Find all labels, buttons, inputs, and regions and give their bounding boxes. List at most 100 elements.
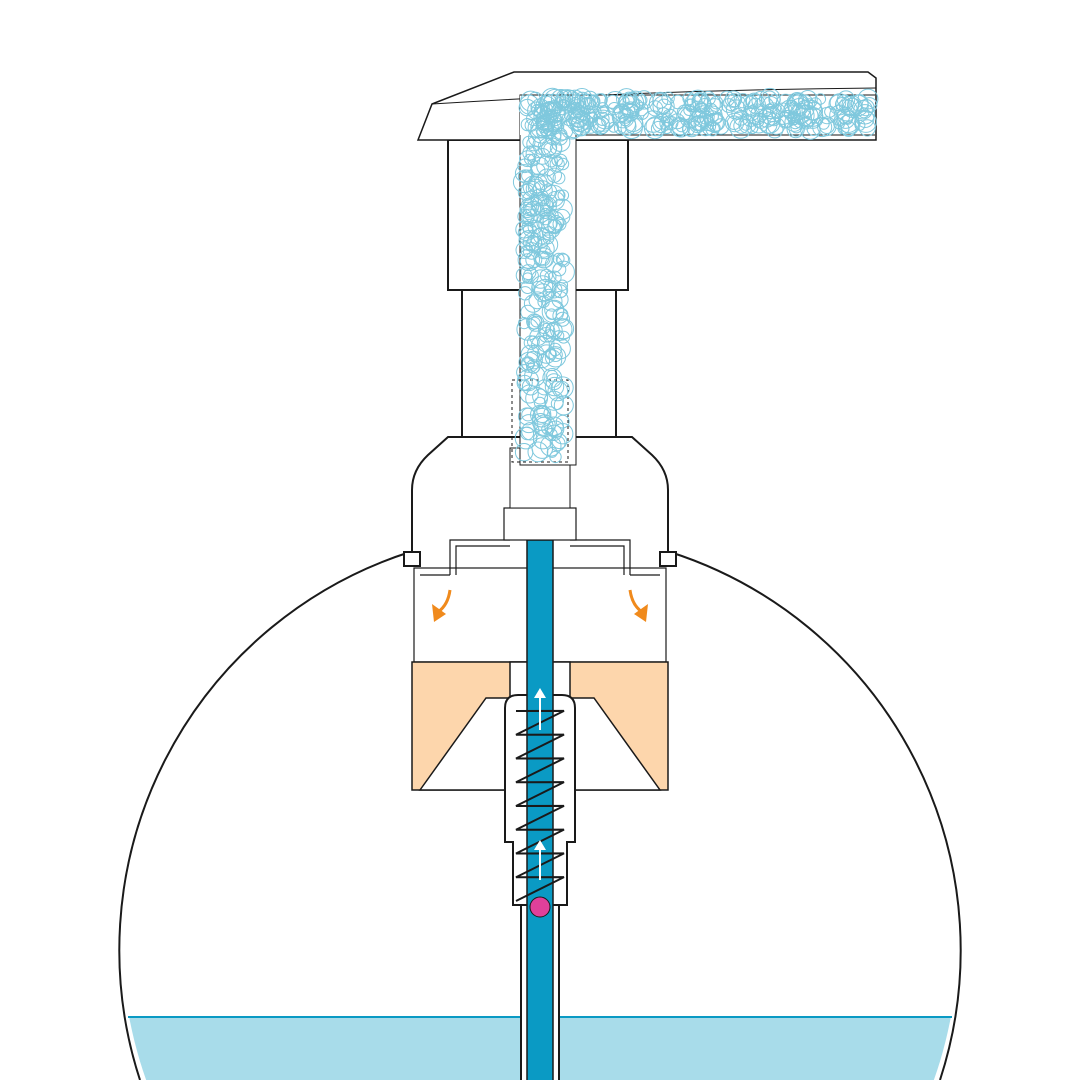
foam-bubble	[618, 93, 635, 109]
foam-bubble	[552, 260, 575, 284]
foam-bubble	[514, 443, 534, 462]
foam-bubble	[762, 103, 778, 120]
foam-bubble	[572, 118, 590, 136]
arrow-up-icon	[534, 840, 546, 880]
foam-bubble	[804, 101, 823, 121]
foam-bubble	[653, 113, 671, 130]
foam-bubble	[635, 94, 648, 106]
foam-bubble	[537, 244, 551, 258]
foam-bubble	[684, 98, 696, 111]
foam-bubble	[679, 106, 702, 129]
foam-bubble	[552, 171, 566, 185]
foam-bubble	[555, 414, 570, 429]
foam-bubble	[839, 113, 861, 135]
foam-bubble	[522, 222, 537, 237]
foam-bubble	[524, 365, 546, 387]
foam-bubble	[525, 181, 542, 197]
foam-bubble	[788, 121, 804, 137]
foam-bubble	[854, 104, 876, 125]
foam-bubble	[531, 194, 554, 217]
foam-bubble	[555, 308, 569, 321]
arrow-up-icon	[534, 688, 546, 730]
foam-bubble	[784, 99, 800, 115]
foam-bubble	[517, 248, 540, 272]
foam-bubble	[544, 299, 565, 320]
foam-bubble	[719, 90, 735, 107]
foam-bubble	[536, 211, 558, 234]
foam-bubble	[520, 208, 538, 226]
foam-bubble	[548, 112, 563, 127]
foam-bubble	[829, 94, 847, 111]
foam-bubble	[768, 93, 781, 107]
foam-bubble	[620, 102, 640, 122]
foam-bubble	[543, 279, 557, 293]
foam-bubble	[647, 100, 664, 117]
foam-bubble	[519, 379, 531, 391]
foam-bubble	[541, 137, 563, 159]
foam-bubble	[520, 264, 537, 281]
foam-bubble	[521, 220, 534, 233]
foam-bubble	[690, 115, 706, 131]
curved-arrow-down-icon	[628, 589, 648, 622]
foam-bubble	[550, 132, 571, 152]
foam-bubble	[544, 109, 558, 122]
foam-bubble	[729, 116, 753, 139]
foam-bubble	[725, 99, 747, 120]
foam-bubble	[660, 121, 673, 135]
foam-bubble	[554, 189, 566, 201]
foam-bubble	[526, 136, 542, 152]
foam-bubble	[590, 115, 610, 136]
foam-bubble	[547, 270, 562, 285]
foam-bubble	[545, 100, 563, 117]
foam-bubble	[656, 98, 672, 114]
foam-bubble	[556, 157, 570, 171]
foam-bubble	[618, 95, 630, 107]
foam-bubble	[536, 155, 558, 177]
foam-bubble	[592, 93, 607, 108]
foam-bubble	[857, 88, 879, 110]
foam-bubble	[516, 317, 540, 341]
foam-bubble	[521, 407, 535, 422]
foam-bubble	[661, 91, 675, 105]
foam-bubble	[557, 189, 570, 202]
foam-bubble	[539, 322, 556, 340]
foam-bubble	[544, 390, 564, 411]
foam-bubble	[530, 227, 551, 249]
foam-bubble	[524, 350, 543, 370]
foam-bubble	[818, 107, 836, 125]
foam-bubble	[550, 89, 571, 109]
bottle-outline	[118, 551, 962, 1080]
foam-bubble	[624, 114, 644, 135]
foam-bubble	[697, 98, 712, 113]
foam-bubble	[546, 424, 563, 441]
foam-bubble	[587, 94, 601, 108]
foam-channel	[511, 94, 875, 466]
foam-bubble	[515, 241, 534, 259]
foam-bubble	[727, 93, 742, 108]
foam-bubble	[549, 435, 566, 452]
spring-coil	[515, 709, 565, 902]
foam-bubble	[857, 99, 875, 117]
foam-bubble	[555, 252, 570, 266]
foam-bubble	[530, 98, 550, 118]
foam-bubble	[817, 116, 837, 137]
foam-bubble	[581, 90, 599, 108]
foam-bubble	[624, 90, 647, 113]
foam-bubble	[544, 376, 565, 397]
foam-bubble	[519, 201, 536, 218]
foam-bubble	[723, 94, 741, 112]
foam-bubble	[522, 268, 539, 284]
foam-bubble	[787, 94, 809, 117]
foam-bubble	[835, 108, 856, 129]
foam-bubble	[540, 349, 563, 372]
spring	[515, 709, 565, 902]
foam-bubble	[643, 117, 666, 140]
foam-bubble	[524, 118, 538, 132]
foam-bubble	[532, 388, 549, 405]
foam-bubble	[530, 404, 550, 425]
foam-bubble	[650, 120, 667, 137]
foam-bubble	[536, 379, 553, 396]
foam-bubble	[519, 253, 536, 269]
foam-bubble	[721, 98, 736, 113]
